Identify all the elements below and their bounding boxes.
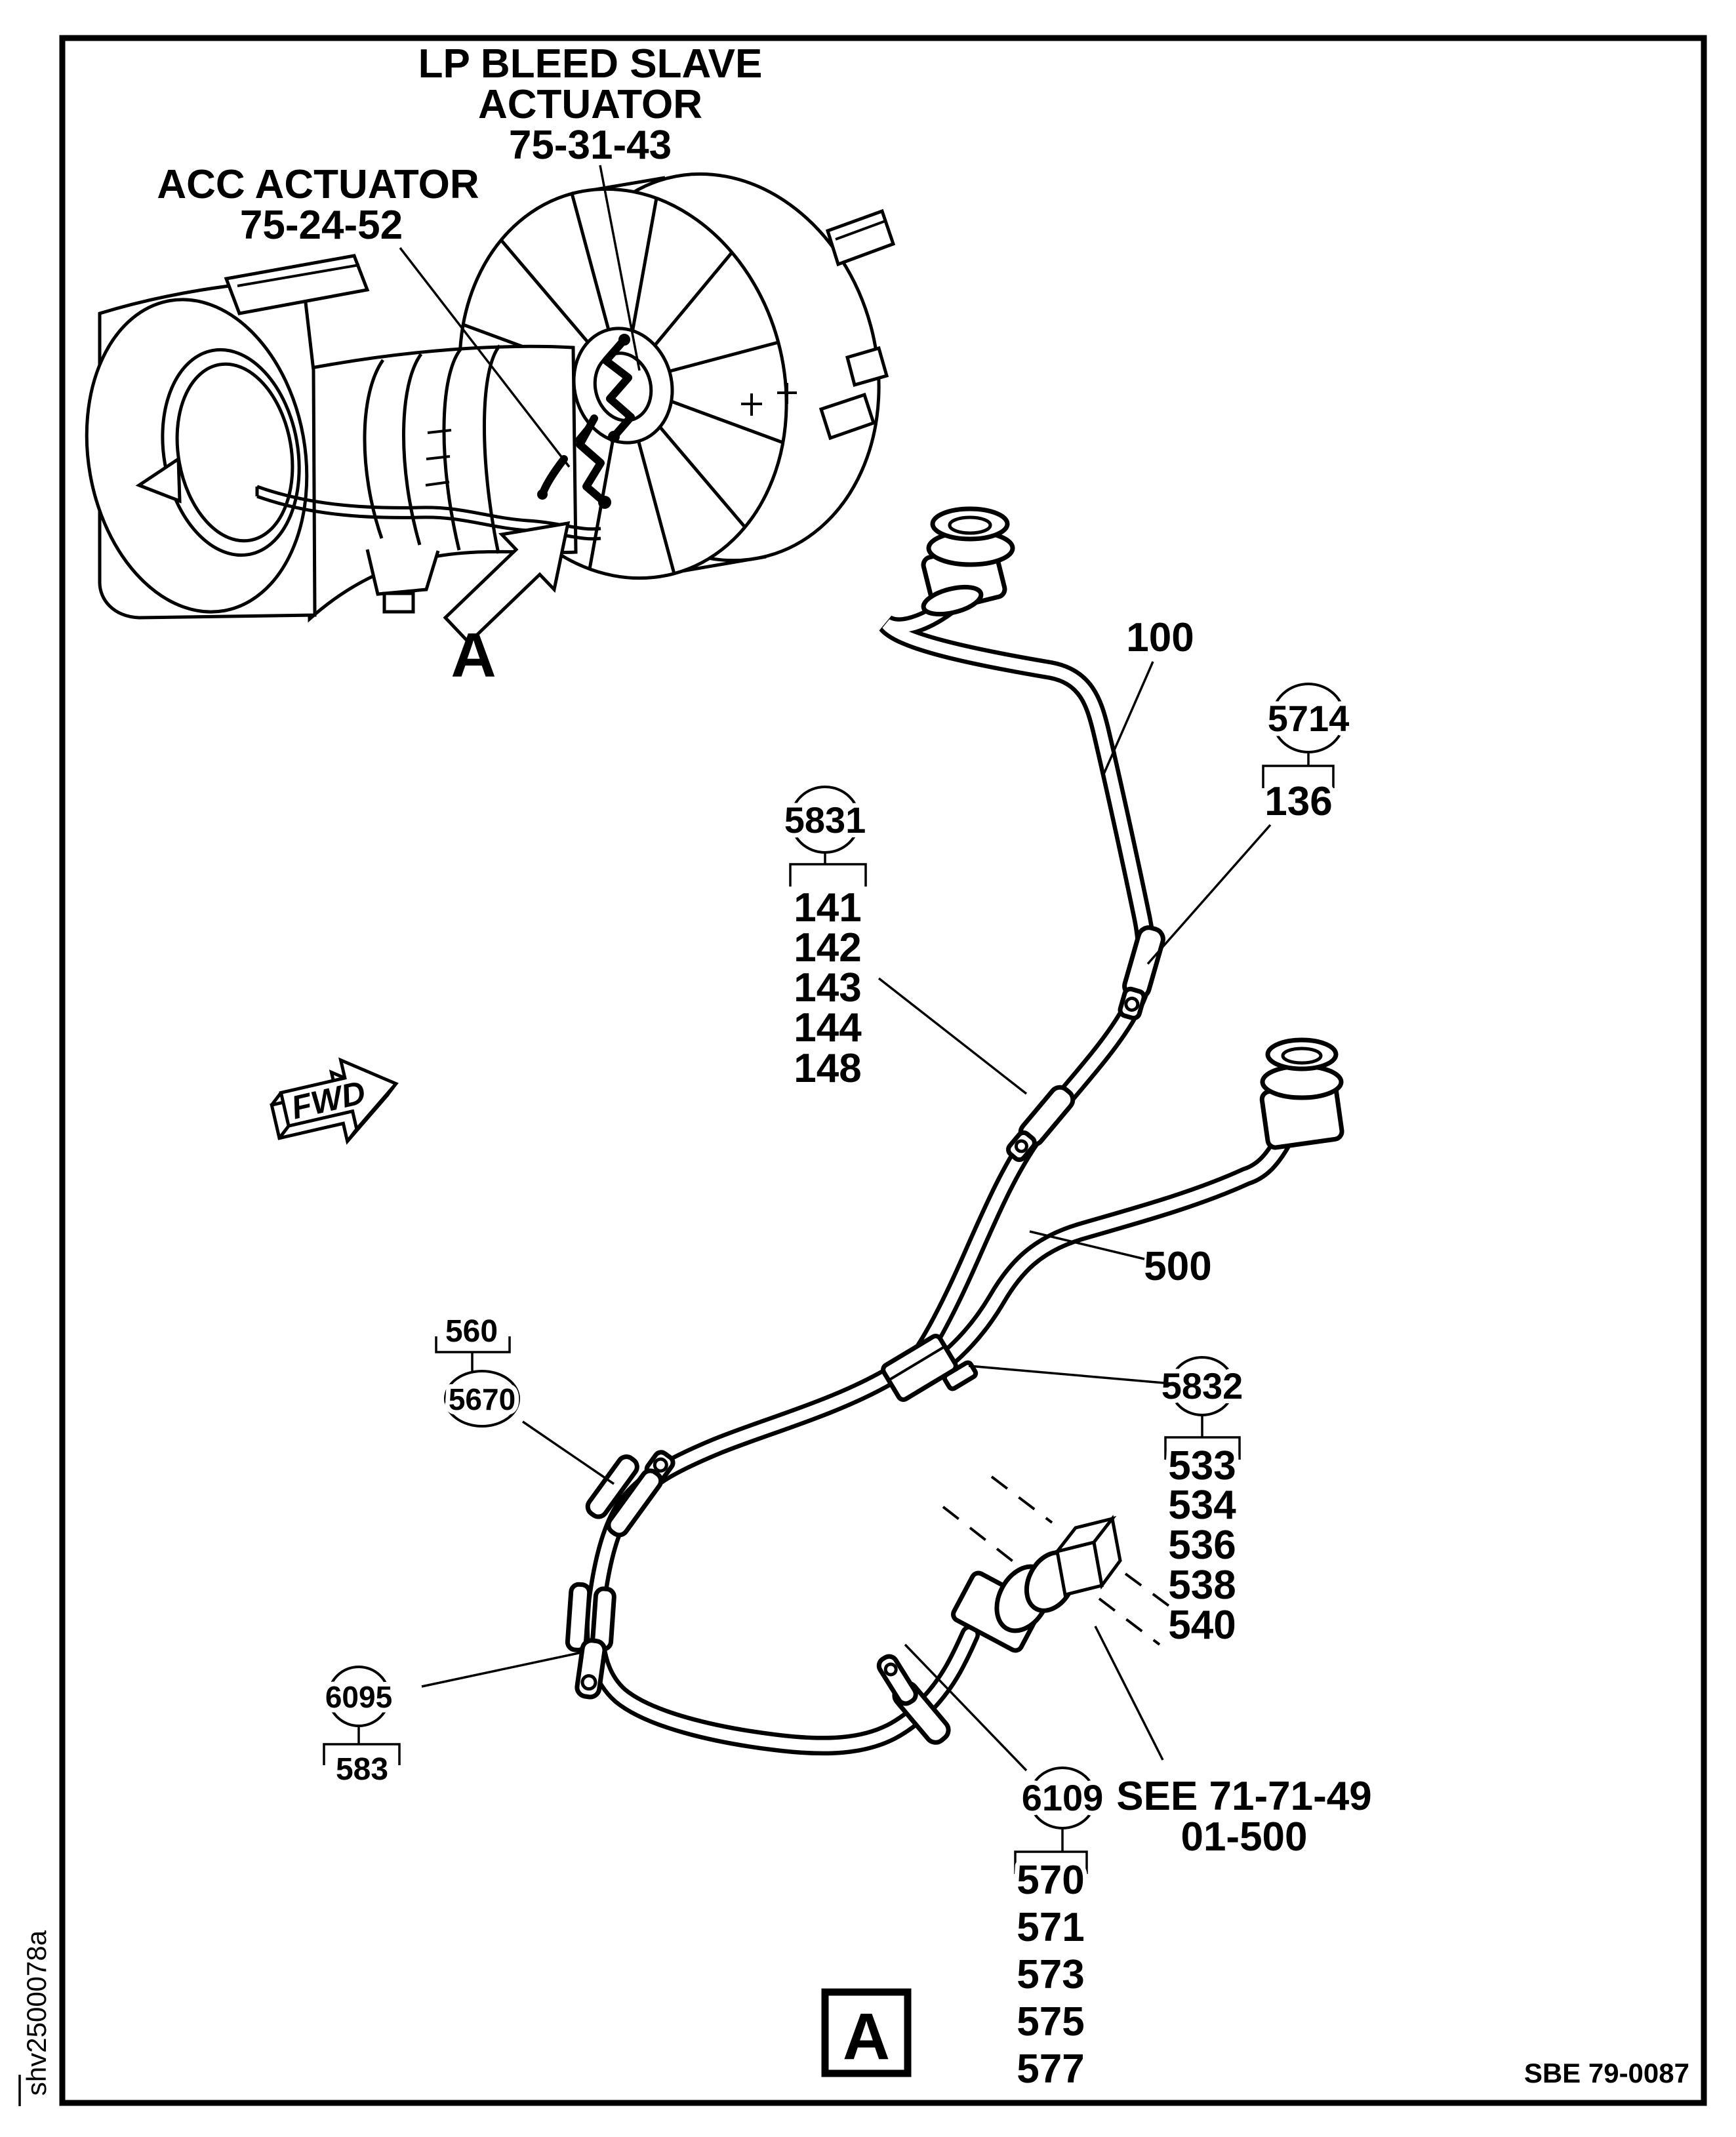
callout-item-533: 533 (1168, 1443, 1236, 1488)
callout-item-534: 534 (1168, 1483, 1236, 1528)
leader-item-500 (1029, 1230, 1145, 1260)
case-fasteners (741, 383, 797, 416)
callout-item-540: 540 (1168, 1603, 1236, 1648)
callout-item-144: 144 (794, 1005, 862, 1050)
clamp-item-136 (1118, 925, 1165, 1021)
callout-item-100: 100 (1126, 615, 1194, 660)
engine-inset-drawing (85, 172, 896, 623)
leader-item-136 (1146, 824, 1272, 965)
callout-item-571: 571 (1017, 1905, 1084, 1950)
callout-item-148: 148 (794, 1046, 861, 1091)
callout-item-583: 583 (336, 1752, 388, 1787)
figure-frame (59, 35, 1707, 2106)
lp-bleed-leader (599, 165, 641, 371)
leader-6095 (421, 1651, 582, 1688)
lp-bleed-ref: 75-31-43 (509, 123, 672, 168)
engine-mount (365, 549, 440, 596)
image-code: shv2500078a (21, 1930, 52, 2096)
clamp-item-5670 (585, 1450, 676, 1538)
junction-clamp-stub (942, 1360, 979, 1391)
clamp-item-141 (1006, 1085, 1076, 1163)
highlighted-actuator-tubes (537, 334, 635, 509)
view-arrow-letter: A (451, 620, 496, 690)
acc-actuator-leader (399, 247, 571, 468)
case-box-3 (818, 392, 876, 441)
leader-5832 (968, 1365, 1172, 1385)
callout-item-570: 570 (1017, 1858, 1084, 1903)
callout-5831: 5831 141 142 143 144 148 (780, 786, 1028, 1096)
tube-assembly (585, 597, 1293, 1756)
callout-item-141: 141 (794, 885, 861, 930)
case-box-2 (845, 346, 889, 388)
mating-connector-block (942, 1475, 1182, 1646)
lp-bleed-label-line1: LP BLEED SLAVE (418, 41, 763, 87)
callout-5714-number: 5714 (1268, 698, 1350, 739)
acc-actuator-label: ACC ACTUATOR (157, 162, 479, 207)
callout-item-577: 577 (1017, 2047, 1084, 2092)
cross-ref-line1: SEE 71-71-49 (1116, 1774, 1371, 1819)
tube-100-end-fitting (921, 506, 1015, 617)
leader-5831 (878, 977, 1028, 1095)
clamp-item-570-tab (876, 1654, 918, 1706)
leader-6109 (904, 1643, 1028, 1772)
callout-5832-number: 5832 (1161, 1365, 1243, 1407)
tube-500-upper-outline (921, 1131, 1293, 1381)
view-identifier-letter: A (843, 2000, 890, 2073)
figure-code: SBE 79-0087 (1524, 2058, 1689, 2088)
callout-item-573: 573 (1017, 1952, 1084, 1997)
callout-5831-number: 5831 (784, 799, 866, 841)
fwd-arrow: FWD (270, 1057, 399, 1145)
lp-bleed-label-line2: ACTUATOR (478, 82, 702, 127)
leader-5670 (522, 1420, 615, 1485)
view-identifier-box: A (821, 1988, 912, 2077)
leader-cross-ref (1094, 1626, 1164, 1761)
callout-item-500: 500 (1144, 1244, 1211, 1289)
callout-item-536: 536 (1168, 1523, 1236, 1568)
cross-ref-line2: 01-500 (1181, 1814, 1307, 1860)
callout-5832: 5832 533 534 536 538 540 (968, 1356, 1247, 1652)
acc-actuator-ref: 75-24-52 (240, 203, 403, 248)
callout-6109-number: 6109 (1022, 1777, 1104, 1818)
callout-5670-number: 5670 (449, 1382, 515, 1416)
callout-item-538: 538 (1168, 1563, 1236, 1608)
leader-item-100 (1101, 661, 1154, 778)
view-arrow-a: A (443, 521, 571, 690)
spinner-cone (135, 456, 182, 504)
callout-item-560: 560 (445, 1314, 498, 1349)
callout-item-575: 575 (1017, 1999, 1084, 2045)
callout-6095: 6095 583 (321, 1651, 582, 1791)
callout-5714: 5714 136 (1146, 683, 1354, 965)
tube-500-elbow-fitting (1259, 1037, 1344, 1150)
callout-6109: 6109 570 571 573 575 577 (904, 1643, 1108, 2096)
bracket-item-583-tab (575, 1638, 607, 1700)
junction-clamp-block (881, 1334, 958, 1402)
callout-5670: 560 5670 (435, 1309, 615, 1485)
callout-item-142: 142 (794, 925, 861, 970)
callout-6095-number: 6095 (325, 1680, 392, 1714)
callout-item-143: 143 (794, 965, 861, 1010)
callout-item-136: 136 (1264, 779, 1332, 824)
